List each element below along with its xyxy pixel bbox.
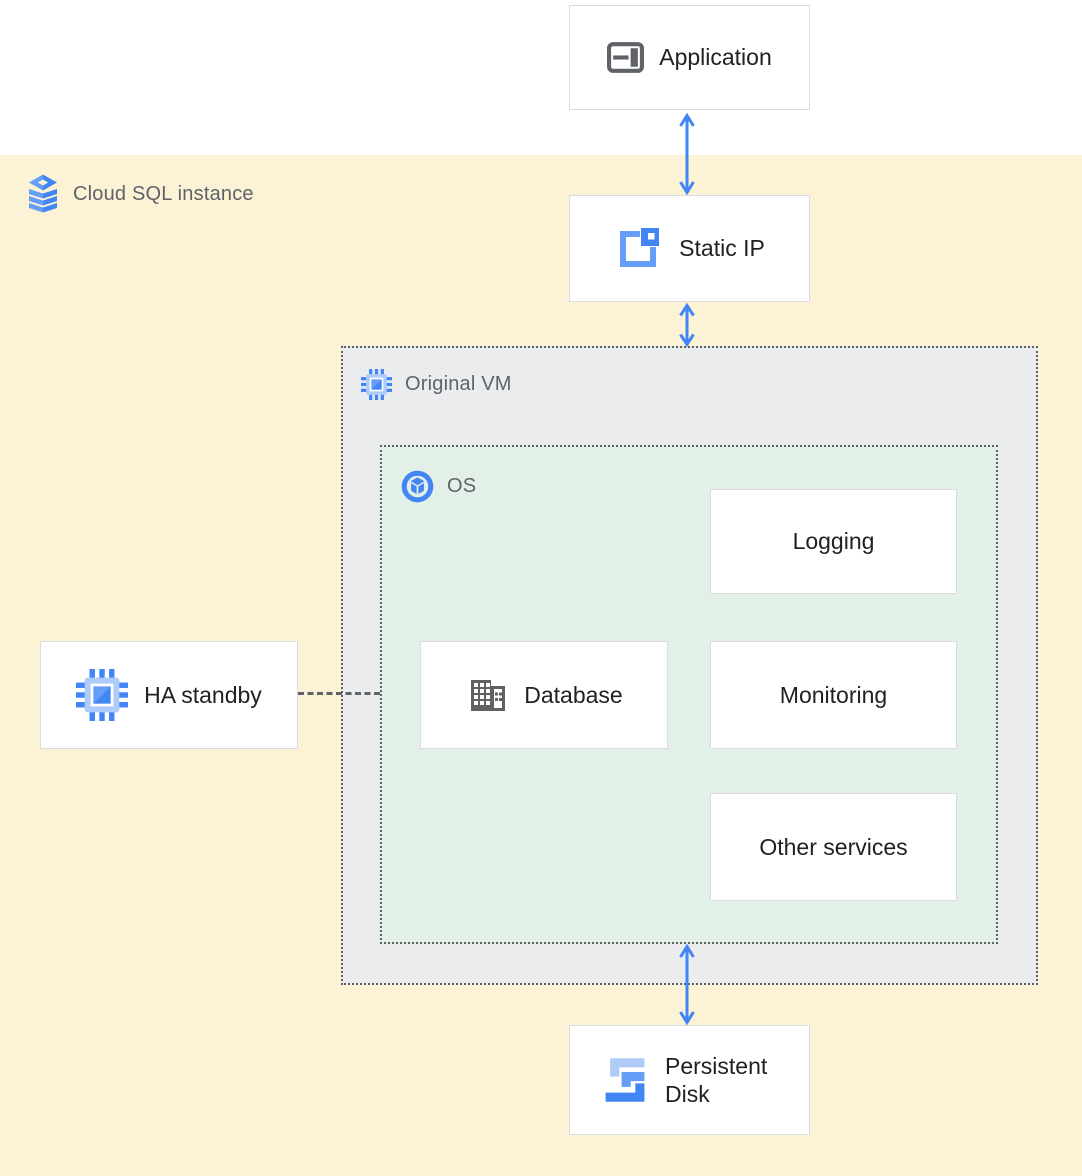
static-ip-label: Static IP — [679, 235, 765, 261]
compute-engine-chip-icon — [361, 369, 392, 400]
other-services-node: Other services — [710, 793, 957, 901]
cloud-sql-layers-icon — [29, 174, 57, 213]
application-staticip-arrow — [679, 113, 695, 195]
os-persistentdisk-arrow — [679, 944, 695, 1025]
persistent-disk-label: Persistent Disk — [665, 1052, 768, 1107]
os-zone-label: OS — [401, 470, 476, 503]
application-window-icon — [607, 42, 645, 73]
application-node: Application — [569, 5, 810, 110]
database-building-icon — [471, 680, 506, 711]
logging-label: Logging — [792, 528, 875, 554]
other-services-label: Other services — [759, 833, 908, 860]
static-ip-icon — [620, 227, 660, 267]
original-vm-zone-label-text: Original VM — [405, 373, 512, 395]
cloud-sql-zone-label: Cloud SQL instance — [24, 174, 254, 214]
persistent-disk-node: Persistent Disk — [569, 1025, 810, 1135]
monitoring-node: Monitoring — [710, 641, 957, 749]
database-node: Database — [420, 641, 668, 749]
staticip-vm-arrow — [679, 303, 695, 347]
monitoring-label: Monitoring — [779, 681, 888, 708]
ha-standby-node: HA standby — [40, 641, 298, 749]
hastandby-vm-dashed-connector — [298, 692, 380, 695]
os-zone-label-text: OS — [447, 475, 477, 497]
compute-engine-chip-icon — [76, 669, 129, 721]
database-label: Database — [524, 681, 623, 708]
original-vm-zone-label: Original VM — [361, 369, 512, 400]
os-cube-circle-icon — [401, 470, 434, 503]
ha-standby-label: HA standby — [144, 681, 262, 708]
logging-node: Logging — [710, 489, 957, 594]
persistent-disk-steps-icon — [605, 1058, 645, 1102]
static-ip-node: Static IP — [569, 195, 810, 302]
cloud-sql-zone-label-text: Cloud SQL instance — [73, 182, 254, 205]
application-label: Application — [659, 44, 772, 70]
